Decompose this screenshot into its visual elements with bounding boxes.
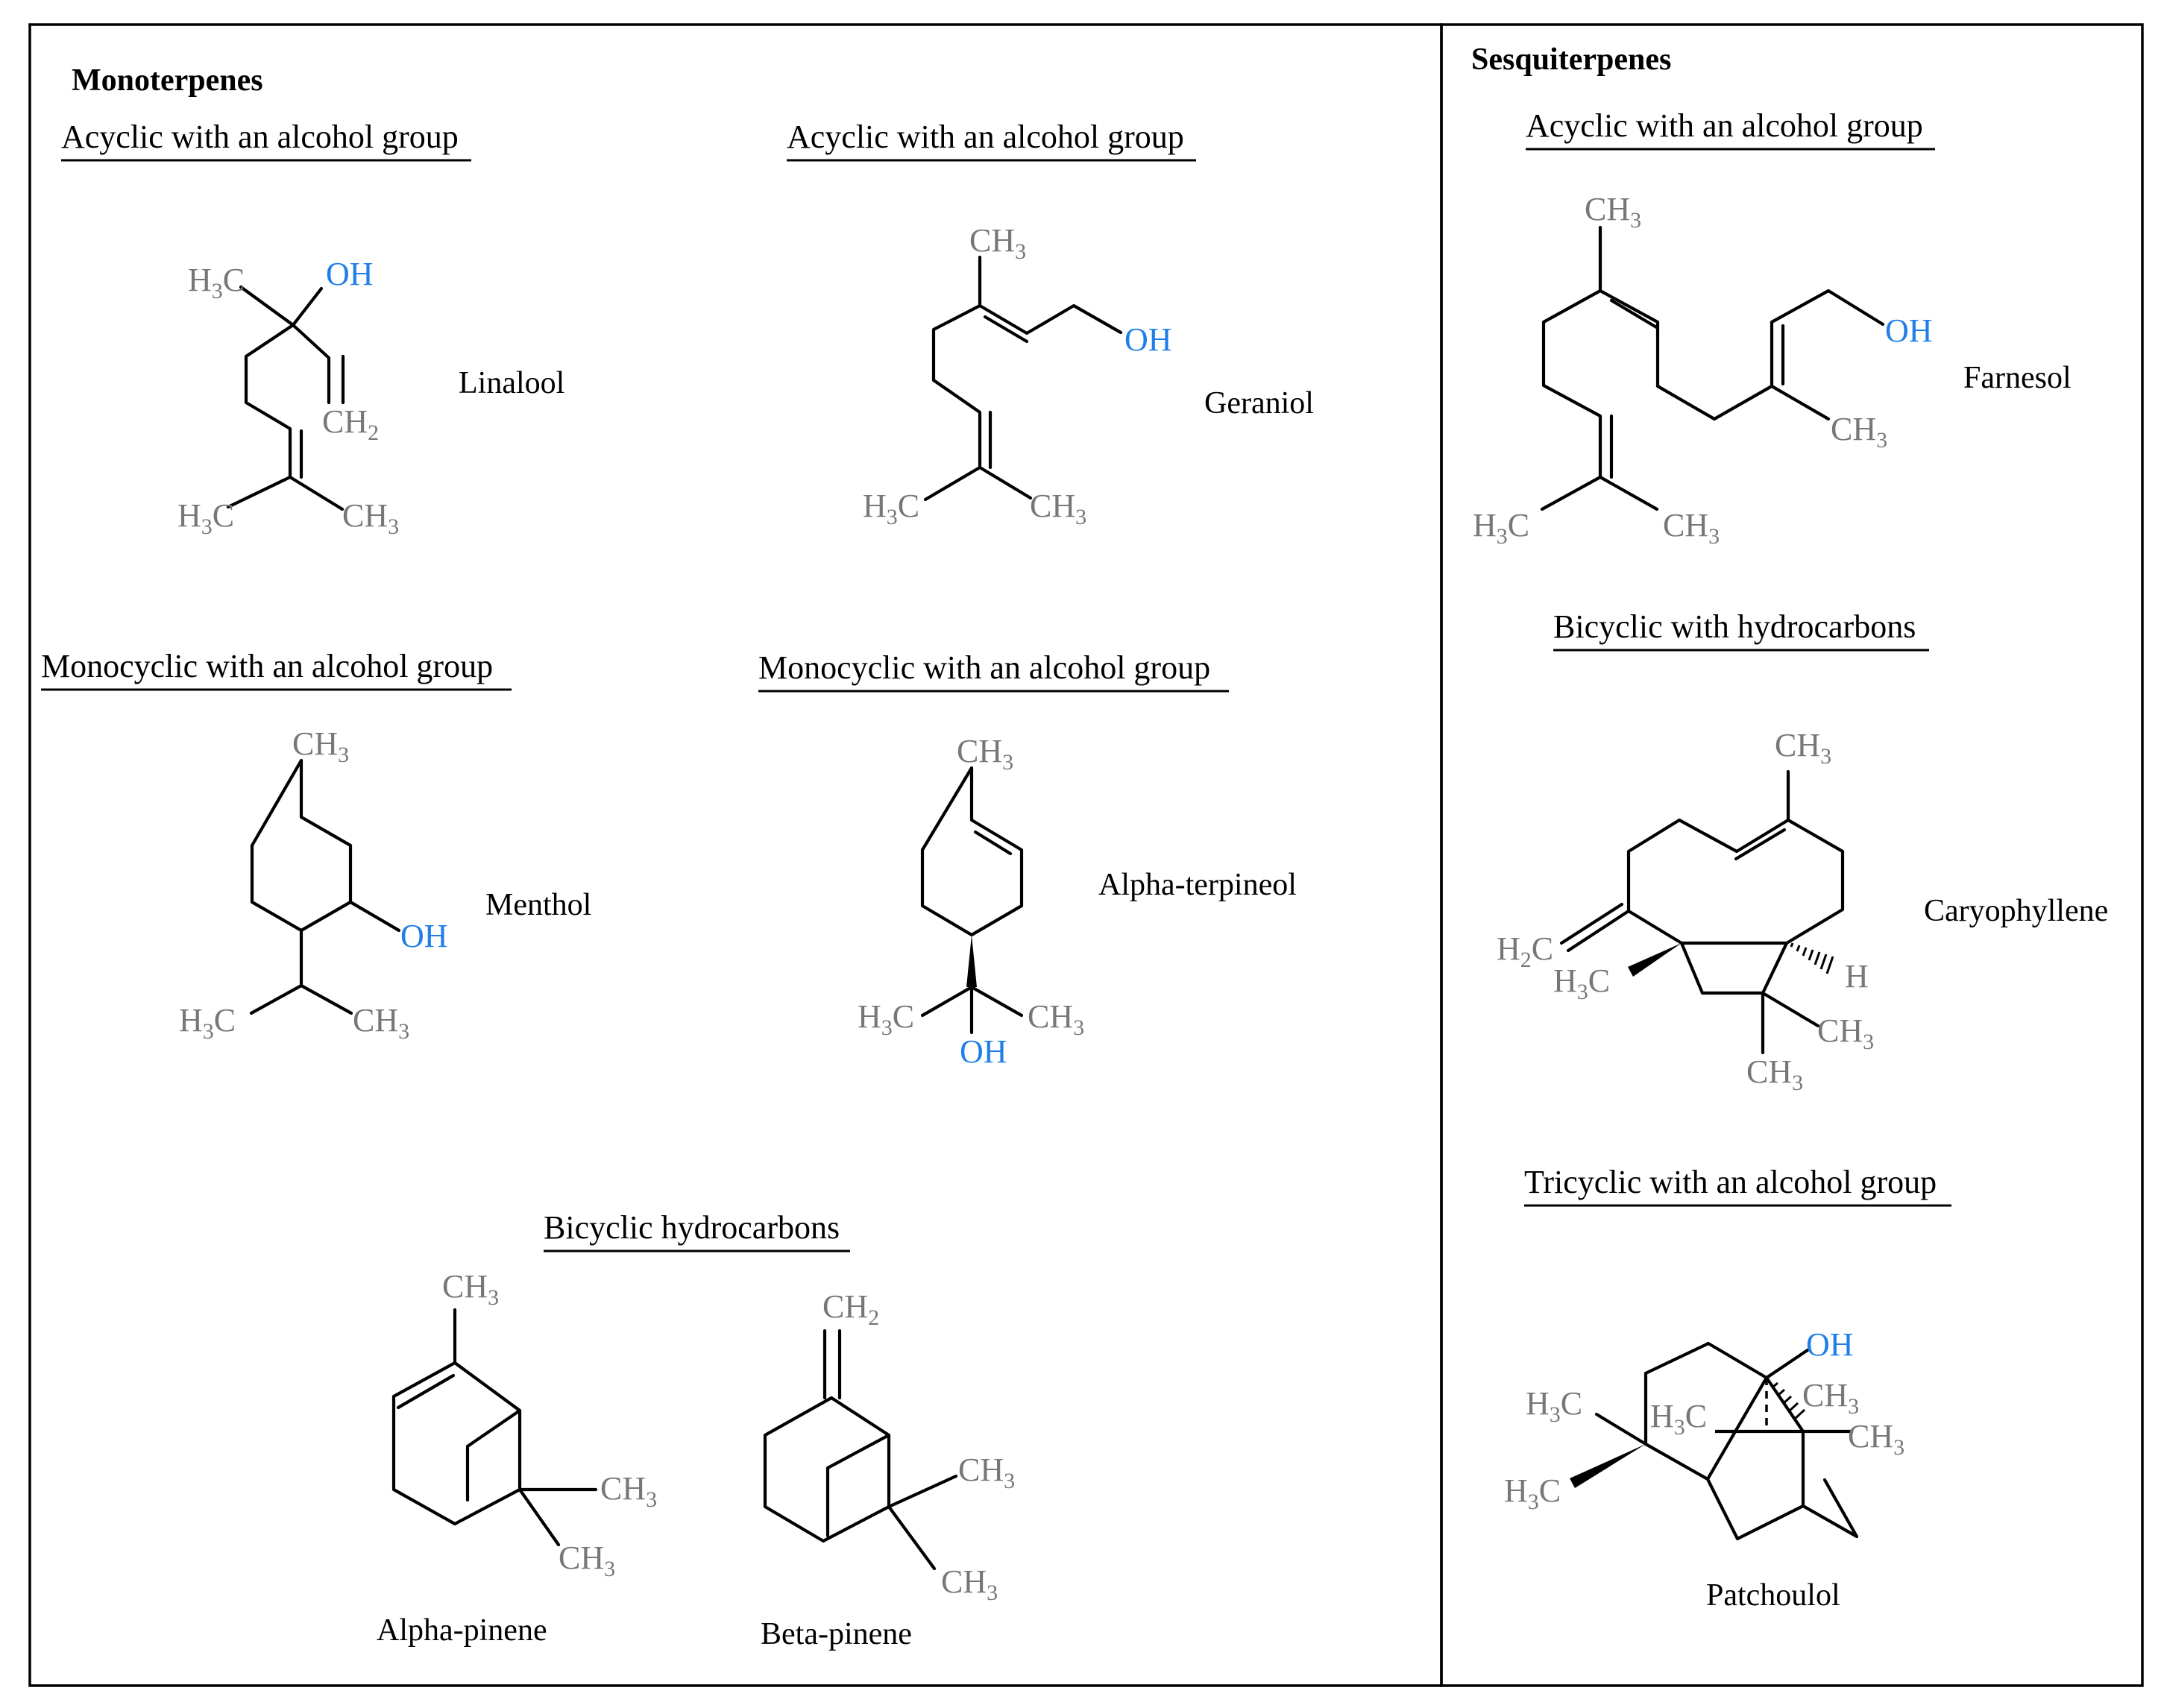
- menthol-bonds: [249, 758, 401, 1015]
- category-monocyclic-alcohol-2: Monocyclic with an alcohol group: [758, 649, 1210, 686]
- patchoulol-bonds: [1594, 1341, 1859, 1541]
- category-acyclic-alcohol-2: Acyclic with an alcohol group: [787, 119, 1184, 155]
- ch3-label: CH3: [1028, 998, 1084, 1040]
- caryophyllene-label: Caryophyllene: [1924, 894, 2108, 928]
- h3c-label: H3C: [177, 497, 234, 539]
- oh-label: OH: [1885, 312, 1933, 349]
- ch3-label: CH3: [1585, 191, 1641, 233]
- farnesol-structure: CH3 OH CH3 H3C CH3 Farnesol: [1473, 191, 2072, 549]
- patchoulol-structure: OH H3C H3C CH3 CH3 H3C Patchoulol: [1504, 1326, 1904, 1613]
- ch3-label: CH3: [1831, 411, 1887, 453]
- alpha-terpineol-wedge: [966, 935, 977, 987]
- ch3-label: CH3: [1746, 1053, 1803, 1095]
- ch3-label: CH3: [969, 222, 1026, 264]
- oh-label: OH: [960, 1033, 1007, 1070]
- category-acyclic-alcohol-3: Acyclic with an alcohol group: [1526, 107, 1923, 144]
- monoterpenes-header: Monoterpenes: [72, 63, 263, 98]
- sesquiterpenes-panel: [1440, 23, 2144, 1687]
- ch3-label: CH3: [353, 1002, 409, 1044]
- caryophyllene-hash-bond: [1790, 942, 1834, 974]
- farnesol-bonds: [1540, 225, 1885, 511]
- ch3-label: CH3: [1802, 1377, 1859, 1419]
- alpha-pinene-structure: CH3 CH3 CH3 Alpha-pinene: [377, 1268, 657, 1648]
- caryophyllene-wedge: [1628, 943, 1682, 977]
- ch2-label: CH2: [822, 1288, 879, 1330]
- sesquiterpenes-header: Sesquiterpenes: [1471, 42, 1671, 77]
- h3c-label: H3C: [858, 998, 914, 1040]
- h3c-label: H3C: [1526, 1385, 1582, 1427]
- alpha-pinene-bonds: [391, 1308, 598, 1547]
- ch3-label: CH3: [958, 1452, 1015, 1493]
- oh-label: OH: [1124, 321, 1172, 358]
- ch3-label: CH3: [1848, 1418, 1904, 1460]
- geraniol-bonds: [923, 255, 1123, 502]
- patchoulol-wedge: [1570, 1444, 1646, 1488]
- patchoulol-label: Patchoulol: [1706, 1578, 1840, 1613]
- caryophyllene-bonds: [1559, 769, 1845, 1055]
- h-label: H: [1845, 958, 1869, 995]
- category-tricyclic-alcohol: Tricyclic with an alcohol group: [1524, 1164, 1937, 1200]
- beta-pinene-label: Beta-pinene: [761, 1617, 912, 1651]
- h3c-label: H3C: [1504, 1472, 1561, 1514]
- beta-pinene-structure: CH2 CH3 CH3 Beta-pinene: [761, 1288, 1015, 1651]
- oh-label: OH: [326, 256, 374, 292]
- h3c-label: H3C: [863, 488, 919, 529]
- linalool-label: Linalool: [459, 366, 564, 400]
- oh-label: OH: [1806, 1326, 1854, 1363]
- ch3-label: CH3: [1663, 507, 1720, 549]
- caryophyllene-structure: CH3 H2C H3C H CH3 CH3 Caryophyllene: [1497, 727, 2108, 1095]
- ch3-label: CH3: [442, 1268, 499, 1310]
- ch2-label: CH2: [322, 403, 379, 445]
- alpha-terpineol-bonds: [920, 766, 1024, 1018]
- ch3-label: CH3: [1817, 1012, 1874, 1054]
- ch3-label: CH3: [957, 733, 1013, 775]
- oh-label: OH: [400, 918, 448, 954]
- category-bicyclic-hydrocarbons: Bicyclic hydrocarbons: [544, 1209, 840, 1246]
- beta-pinene-bonds: [763, 1329, 958, 1571]
- h3c-label: H3C: [1473, 507, 1529, 549]
- alpha-terpineol-structure: CH3 H3C CH3 OH Alpha-terpineol: [858, 733, 1297, 1070]
- h3c-label: H3C: [188, 262, 245, 303]
- ch3-label: CH3: [292, 725, 349, 767]
- menthol-label: Menthol: [485, 888, 591, 922]
- geraniol-label: Geraniol: [1204, 386, 1314, 420]
- linalool-structure: H3C OH CH2 H3C CH3 Linalool: [177, 256, 564, 539]
- category-bicyclic-with-hydrocarbons: Bicyclic with hydrocarbons: [1553, 608, 1916, 645]
- farnesol-label: Farnesol: [1963, 361, 2072, 395]
- h3c-label: H3C: [1553, 962, 1610, 1004]
- ch3-label: CH3: [559, 1540, 615, 1581]
- h2c-label: H2C: [1497, 930, 1553, 972]
- category-monocyclic-alcohol-1: Monocyclic with an alcohol group: [41, 648, 493, 684]
- alpha-pinene-label: Alpha-pinene: [377, 1613, 547, 1648]
- menthol-structure: CH3 OH H3C CH3 Menthol: [179, 725, 591, 1044]
- category-acyclic-alcohol-1: Acyclic with an alcohol group: [61, 119, 459, 155]
- linalool-bonds: [226, 285, 345, 511]
- alpha-terpineol-label: Alpha-terpineol: [1098, 868, 1297, 902]
- geraniol-structure: CH3 OH H3C CH3 Geraniol: [863, 222, 1314, 529]
- ch3-label: CH3: [1775, 727, 1831, 769]
- h3c-label: H3C: [1650, 1398, 1707, 1440]
- patchoulol-hash-bond: [1772, 1381, 1806, 1421]
- ch3-label: CH3: [941, 1563, 998, 1605]
- h3c-label: H3C: [179, 1002, 236, 1044]
- ch3-label: CH3: [600, 1470, 657, 1512]
- ch3-label: CH3: [342, 497, 399, 539]
- ch3-label: CH3: [1030, 488, 1086, 529]
